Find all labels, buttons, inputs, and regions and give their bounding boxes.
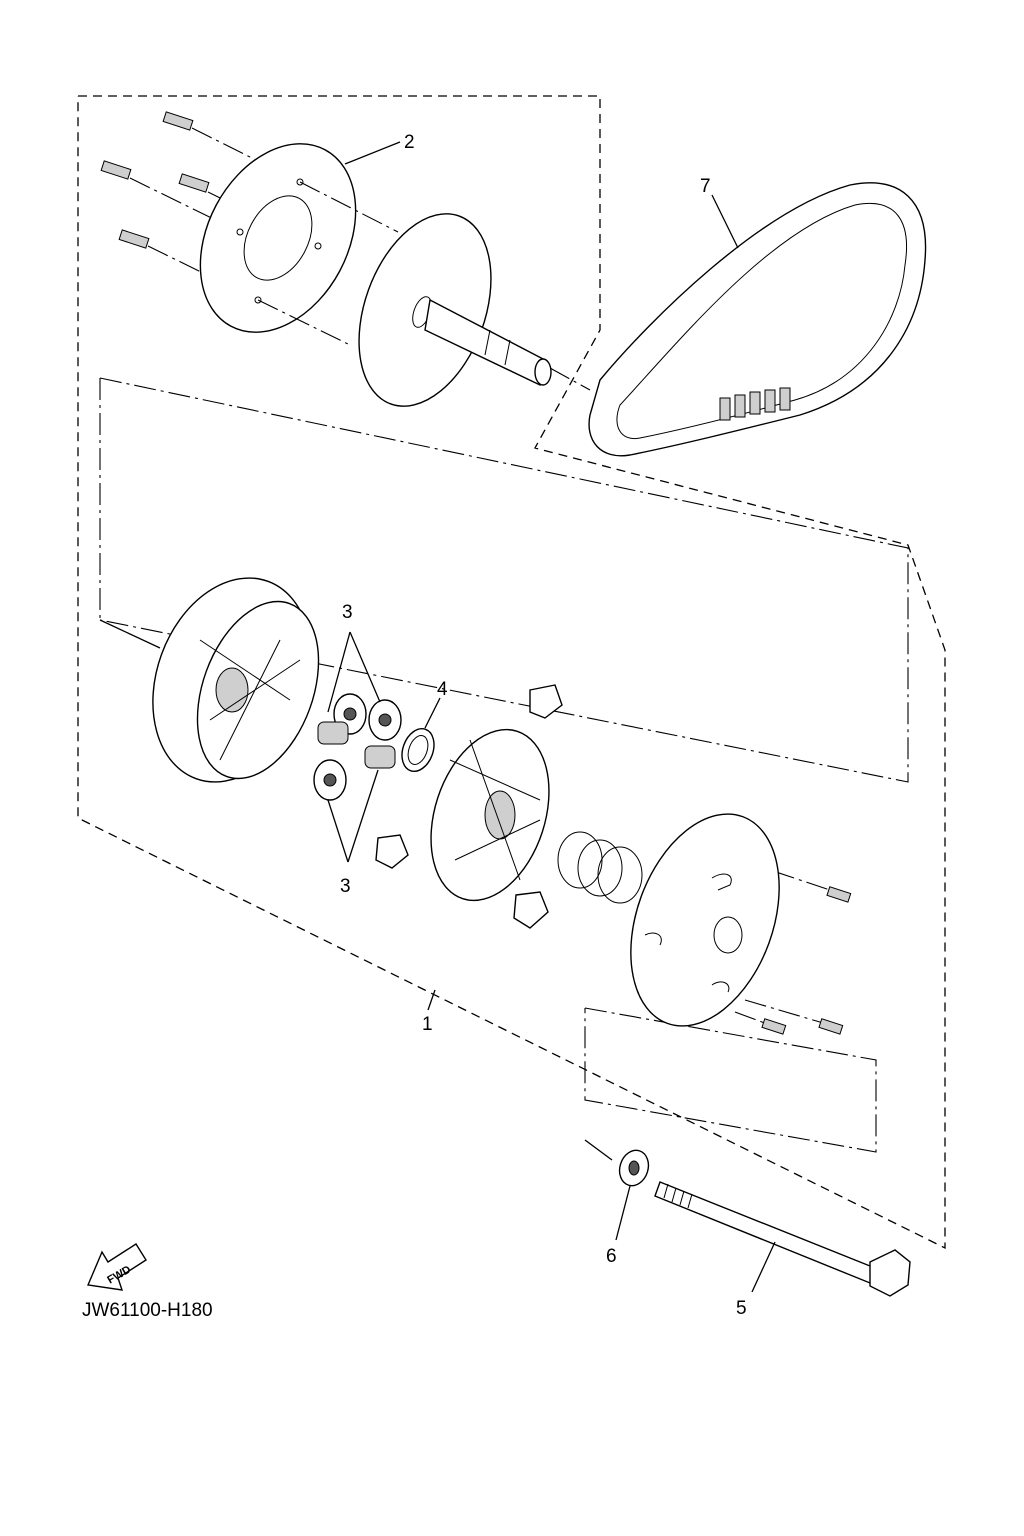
sliding-sheave bbox=[152, 577, 320, 783]
fwd-arrow-icon: FWD bbox=[87, 1243, 147, 1291]
callout-3-top: 3 bbox=[342, 602, 353, 623]
primary-fixed-sheave bbox=[358, 213, 552, 407]
bolt-right-1 bbox=[826, 886, 852, 903]
callout-7: 7 bbox=[700, 176, 711, 197]
callout-6: 6 bbox=[606, 1246, 617, 1267]
belt-cogs bbox=[719, 387, 791, 421]
bolt-right-3 bbox=[818, 1018, 844, 1035]
long-bolt-part-5 bbox=[654, 1181, 911, 1297]
slider-piece-3 bbox=[513, 891, 549, 929]
spring bbox=[557, 831, 643, 904]
v-belt-part-7 bbox=[588, 182, 927, 457]
screw-top-4 bbox=[118, 229, 259, 301]
slider-piece-2 bbox=[375, 834, 409, 869]
cam-plate bbox=[430, 728, 550, 902]
washer-part-6 bbox=[615, 1149, 650, 1241]
bolt-right-2 bbox=[761, 1018, 787, 1035]
screw-top-2 bbox=[100, 160, 241, 233]
assembly-boundary-dashed bbox=[77, 95, 946, 1250]
rollers-part-3 bbox=[313, 631, 402, 863]
plate-part-2 bbox=[199, 143, 399, 346]
callout-4: 4 bbox=[437, 679, 448, 700]
screw-top-1 bbox=[162, 111, 301, 183]
diagram-code: JW61100-H180 bbox=[82, 1300, 213, 1321]
callout-3-bottom: 3 bbox=[340, 876, 351, 897]
callout-1: 1 bbox=[422, 1014, 433, 1035]
callout-5: 5 bbox=[736, 1298, 747, 1319]
slider-piece-1 bbox=[529, 684, 563, 719]
rear-cover-plate bbox=[630, 813, 780, 1027]
callout-2: 2 bbox=[404, 132, 415, 153]
collar-part-4 bbox=[401, 697, 441, 773]
